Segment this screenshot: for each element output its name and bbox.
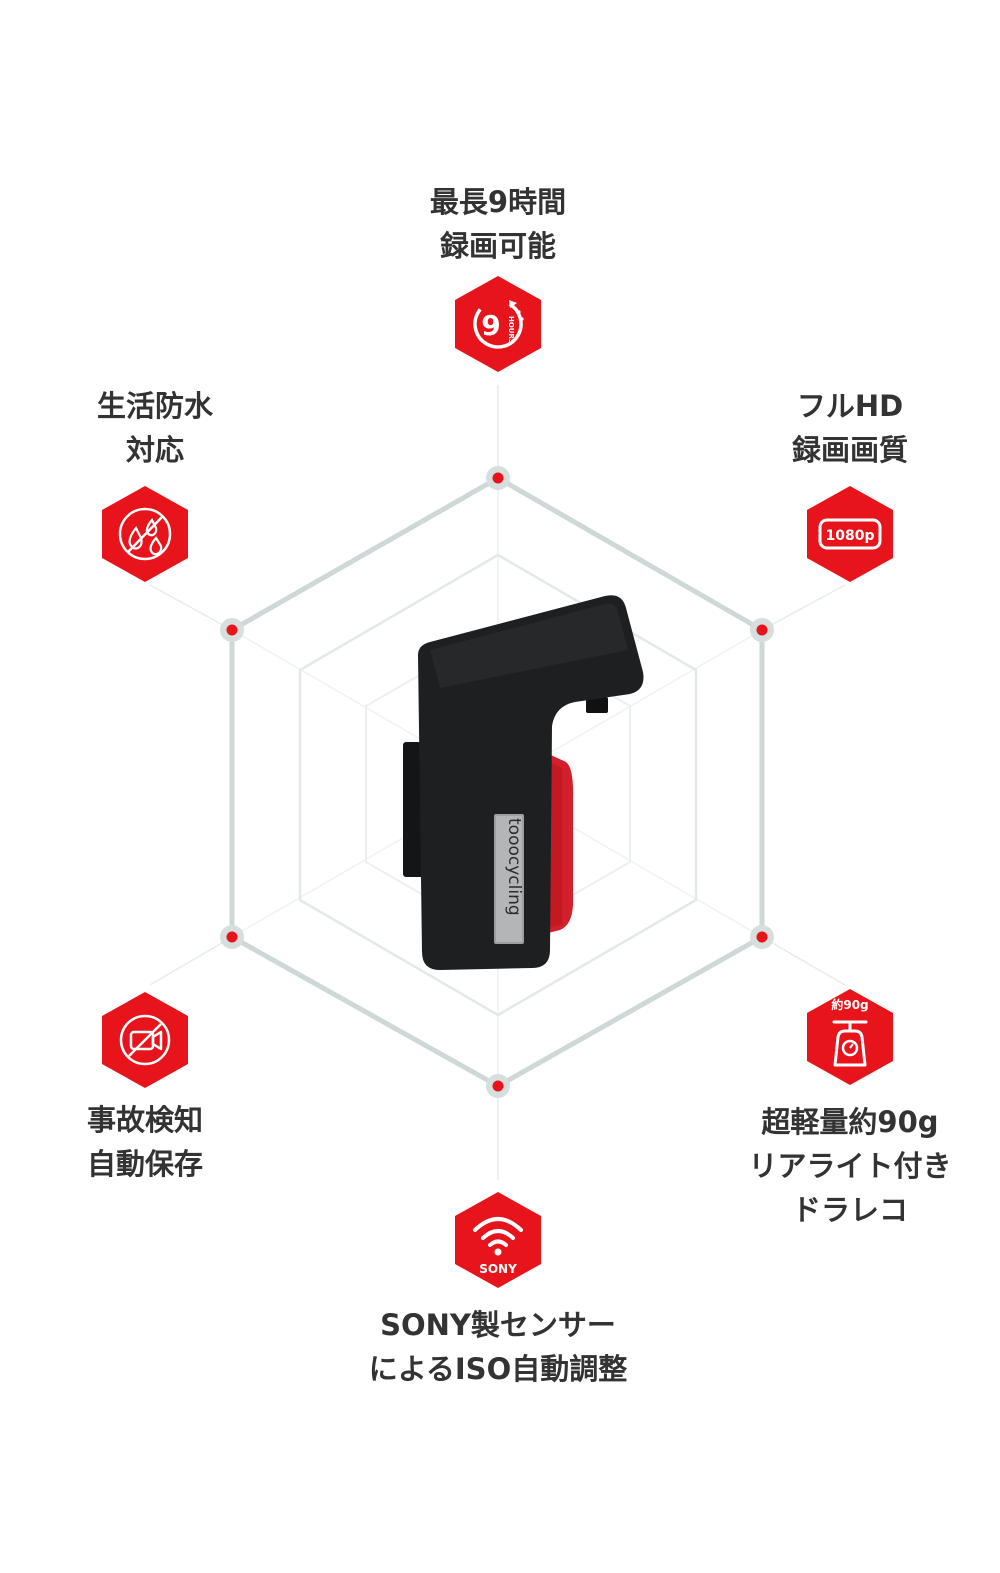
weight-label: 約90g [831,997,868,1012]
vertex-dot [486,466,510,490]
feature-label-lightweight: 超軽量約90g リアライト付き ドラレコ [748,1100,951,1232]
spoke-line [761,936,846,986]
label-line: 事故検知 [86,1103,204,1137]
hours-word: HOURS [507,316,515,344]
feature-label-sony-sensor: SONY製センサー によるISO自動調整 [369,1303,627,1391]
hours-number: 9 [481,309,500,342]
9-hours-clock-icon: 9 HOURS [453,274,543,374]
resolution-label: 1080p [826,528,875,544]
label-line: フルHD [796,389,904,423]
label-line: 録画可能 [439,229,556,263]
water-drops-icon [100,484,190,584]
label-line: 対応 [125,433,185,467]
vertex-dot [220,925,244,949]
vertex-dot [220,618,244,642]
label-line: ドラレコ [791,1193,909,1227]
label-line: SONY製センサー [380,1308,616,1342]
feature-label-waterproof: 生活防水 対応 [97,384,213,472]
device-body [418,595,644,970]
vertex-dot [750,618,774,642]
label-line: 録画画質 [791,433,909,467]
spoke-line [149,936,233,986]
inner-hexagon-mid [298,553,698,1017]
dashcam-device: tooocycling [403,595,644,970]
weight-scale-icon: 約90g [805,987,895,1087]
spoke-line [761,584,846,631]
label-line: によるISO自動調整 [368,1352,628,1386]
label-line: 生活防水 [96,389,214,423]
1080p-resolution-icon: 1080p [805,484,895,584]
label-line: 自動保存 [86,1147,204,1181]
feature-label-recording-time: 最長9時間 録画可能 [430,180,566,268]
vertex-dot [486,1074,510,1098]
feature-label-full-hd: フルHD 録画画質 [792,384,908,472]
vertex-dots [220,466,774,1098]
device-button [586,697,608,713]
vertex-dot [750,925,774,949]
label-line: 超軽量約90g [761,1105,939,1139]
sony-wifi-sensor-icon: SONY [453,1190,543,1290]
brand-plate-text: tooocycling [504,818,524,916]
label-line: リアライト付き [748,1149,952,1183]
camera-off-icon [100,990,190,1090]
feature-label-auto-save: 事故検知 自動保存 [87,1098,203,1186]
label-line: 最長9時間 [429,185,567,219]
spoke-line [149,584,233,631]
sony-label: SONY [479,1262,517,1276]
